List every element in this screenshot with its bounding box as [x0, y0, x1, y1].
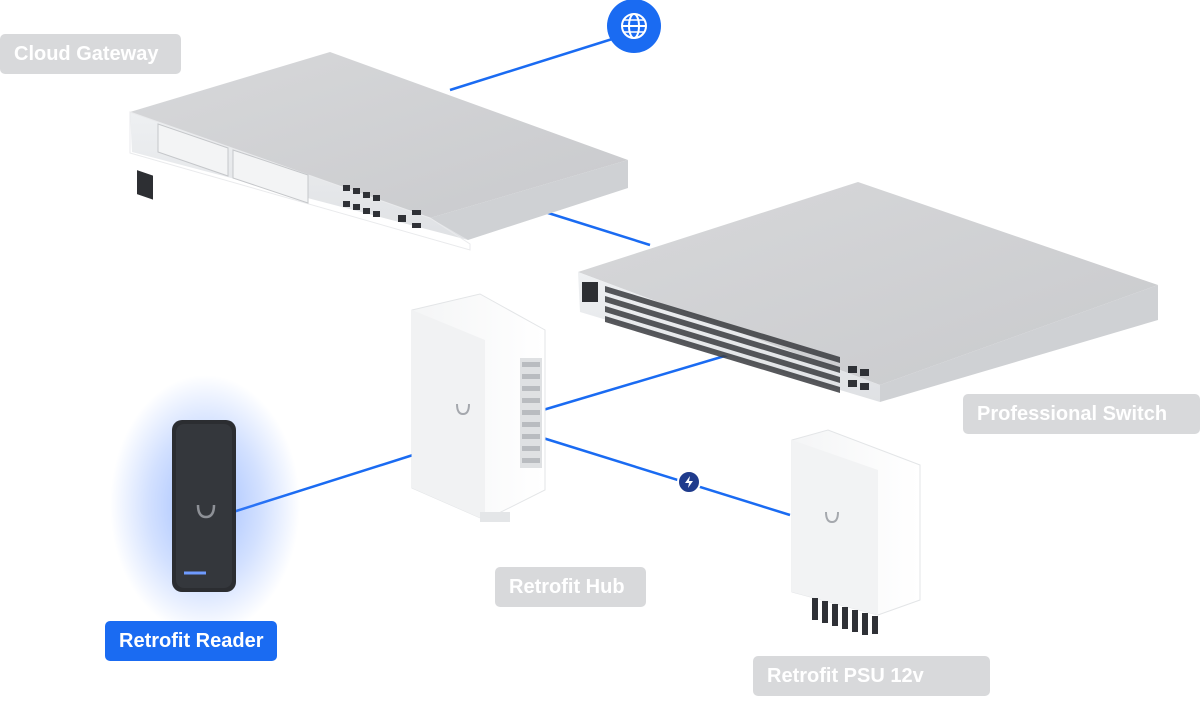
globe-icon: [607, 0, 661, 53]
professional-switch-label[interactable]: Professional Switch: [963, 394, 1200, 434]
retrofit-reader-label[interactable]: Retrofit Reader: [105, 621, 277, 661]
bolt-icon: [677, 470, 701, 494]
retrofit-psu-device: [791, 429, 921, 635]
retrofit-hub-label[interactable]: Retrofit Hub: [495, 567, 646, 607]
cloud-gateway-device: [129, 52, 628, 251]
cloud-gateway-label[interactable]: Cloud Gateway: [0, 34, 181, 74]
internet-to-gateway-link: [449, 33, 626, 92]
gateway-to-switch-link: [544, 210, 651, 247]
retrofit-hub-device: [411, 293, 546, 522]
professional-switch-device: [578, 182, 1158, 402]
switch-to-hub-link: [542, 353, 729, 412]
hub-to-psu-link: [542, 436, 791, 517]
retrofit-reader-device: [110, 375, 300, 635]
retrofit-psu-label[interactable]: Retrofit PSU 12v: [753, 656, 990, 696]
